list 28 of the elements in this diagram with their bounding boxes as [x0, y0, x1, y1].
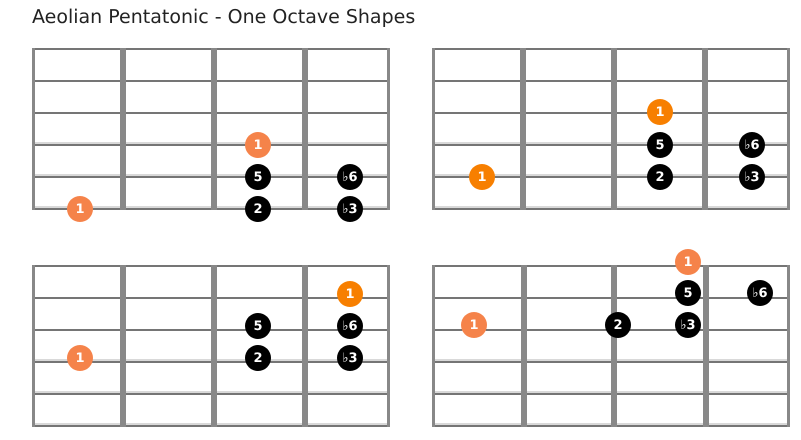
note-dot: ♭6 [337, 313, 363, 339]
note-dot: 1 [67, 345, 93, 371]
note-dot: 1 [461, 312, 487, 338]
note-dot: 1 [67, 196, 93, 222]
note-dot: 2 [647, 164, 673, 190]
note-dot: 5 [245, 164, 271, 190]
note-dot: 1 [245, 132, 271, 158]
note-dot: 5 [675, 280, 701, 306]
note-dot: 5 [245, 313, 271, 339]
note-dot: 1 [469, 164, 495, 190]
fretboard-drawing [432, 48, 790, 210]
note-dot: ♭3 [675, 312, 701, 338]
fretboard-drawing [32, 265, 390, 427]
note-dot: 2 [245, 196, 271, 222]
note-dot: ♭6 [739, 132, 765, 158]
fretboard-drawing [432, 265, 790, 427]
note-dot: 5 [647, 132, 673, 158]
note-dot: ♭6 [337, 164, 363, 190]
note-dot: ♭3 [337, 196, 363, 222]
note-dot: 2 [605, 312, 631, 338]
note-dot: 1 [675, 249, 701, 275]
note-dot: ♭3 [337, 345, 363, 371]
note-dot: 1 [647, 99, 673, 125]
note-dot: ♭3 [739, 164, 765, 190]
diagram-title: Aeolian Pentatonic - One Octave Shapes [32, 6, 416, 28]
note-dot: 2 [245, 345, 271, 371]
note-dot: ♭6 [747, 280, 773, 306]
note-dot: 1 [337, 281, 363, 307]
